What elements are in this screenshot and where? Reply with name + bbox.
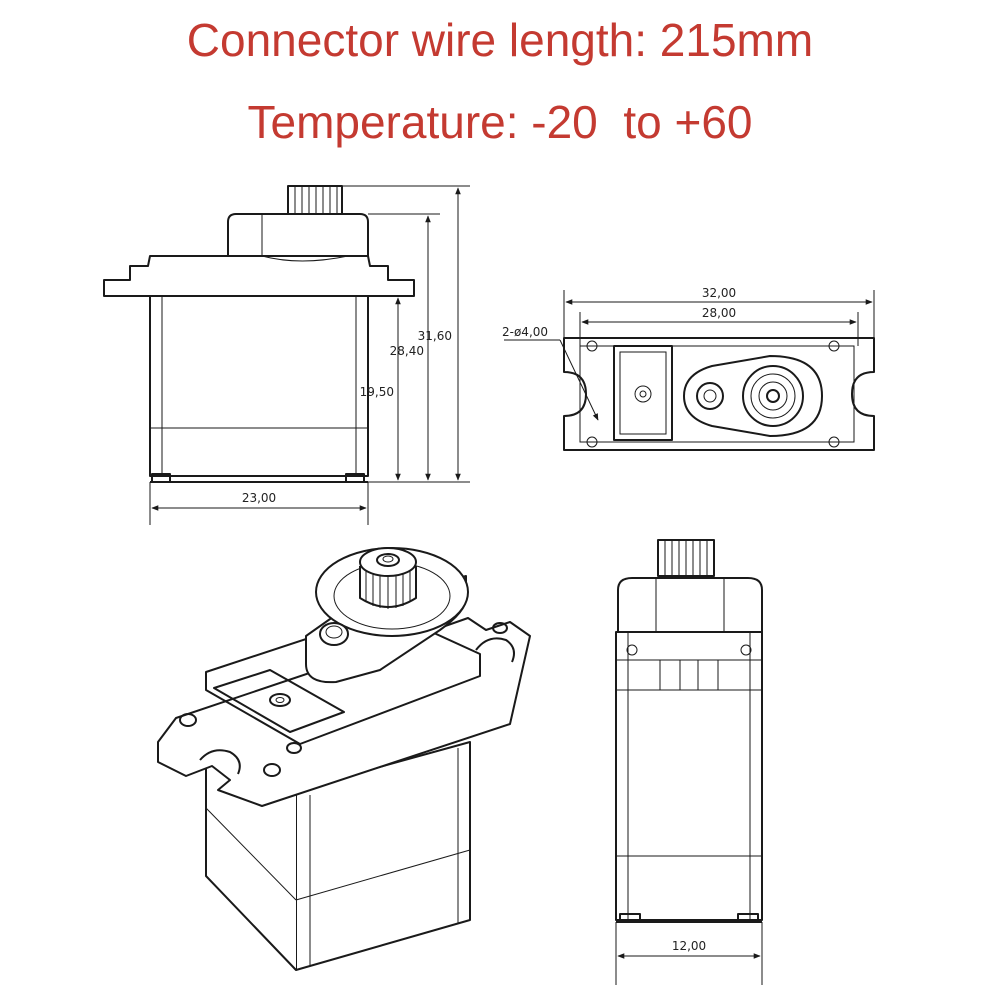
front-body	[149, 295, 369, 477]
isometric-view	[157, 547, 531, 971]
top-outline	[563, 337, 875, 451]
side-width-dimension: 12,00	[672, 939, 706, 953]
front-total-height-dimension: 31,60	[418, 329, 452, 343]
front-width-dimension: 23,00	[242, 491, 276, 505]
top-hole-callout: 2-ø4,00	[502, 325, 548, 339]
top-overall-length-dimension: 32,00	[702, 286, 736, 300]
top-gear-boss	[683, 355, 823, 437]
wire-length-spec: Connector wire length: 215mm	[186, 14, 814, 66]
side-view: 12,00	[615, 539, 763, 985]
top-view: 32,00 28,00 2-ø4,00	[502, 286, 875, 451]
iso-top-deck	[205, 611, 481, 745]
front-flange-height-dimension: 28,40	[390, 344, 424, 358]
side-body	[615, 631, 763, 921]
front-flange	[103, 255, 415, 297]
front-view: 23,00 31,60 28,40 19,50	[103, 185, 470, 525]
front-output-gear	[287, 185, 343, 215]
iso-output-gear	[359, 547, 417, 609]
side-output-gear	[657, 539, 715, 577]
side-gear-boss	[617, 577, 763, 633]
temperature-spec: Temperature: -20 to +60	[247, 96, 753, 148]
front-gear-boss	[227, 213, 369, 256]
top-hole-spacing-dimension: 28,00	[702, 306, 736, 320]
front-body-height-dimension: 19,50	[360, 385, 394, 399]
iso-label-plate	[213, 669, 345, 733]
top-label-plate	[613, 345, 673, 441]
